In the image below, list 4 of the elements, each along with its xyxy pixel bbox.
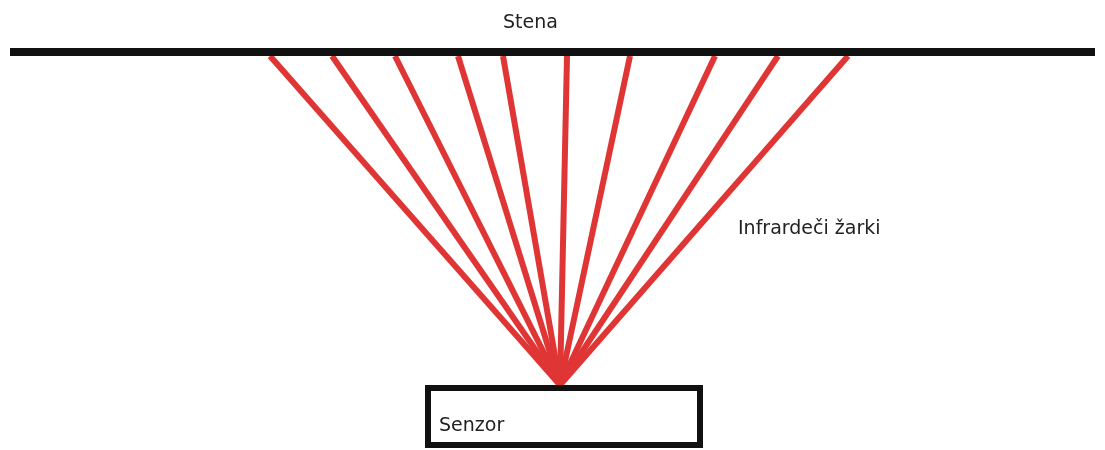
ray-label: Infrardeči žarki [738, 216, 881, 238]
wall-label: Stena [503, 10, 558, 32]
sensor-box [425, 385, 703, 448]
sensor-label: Senzor [439, 413, 505, 435]
